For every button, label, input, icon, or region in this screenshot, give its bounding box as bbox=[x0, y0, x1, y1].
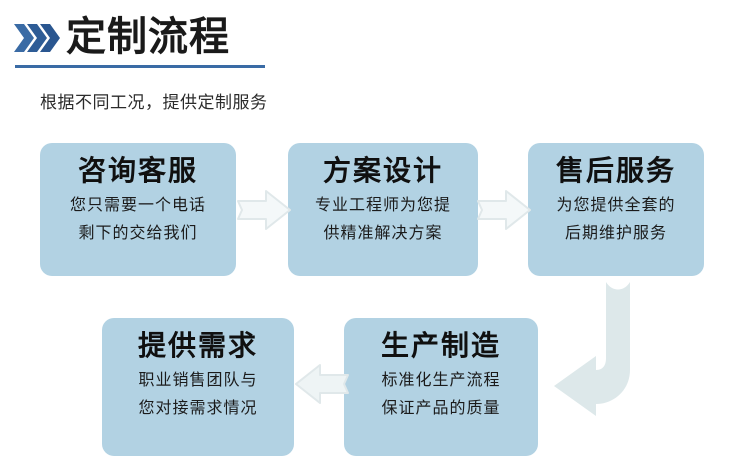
flow-step-design[interactable]: 方案设计 专业工程师为您提 供精准解决方案 bbox=[288, 143, 478, 276]
step-line: 供精准解决方案 bbox=[323, 223, 443, 242]
flow-step-after-sales[interactable]: 售后服务 为您提供全套的 后期维护服务 bbox=[528, 143, 704, 276]
triple-chevron-icon bbox=[14, 22, 60, 54]
step-line: 专业工程师为您提 bbox=[314, 195, 451, 214]
step-line: 后期维护服务 bbox=[564, 223, 667, 242]
arrow-left-icon bbox=[294, 362, 350, 406]
step-line: 您对接需求情况 bbox=[138, 398, 258, 417]
arrow-bend-down-left-icon bbox=[548, 278, 678, 418]
arrow-right-icon bbox=[236, 188, 292, 232]
arrow-right-icon bbox=[476, 188, 532, 232]
page-title: 定制流程 bbox=[66, 15, 230, 59]
step-line: 标准化生产流程 bbox=[381, 370, 501, 389]
step-line: 您只需要一个电话 bbox=[69, 195, 206, 214]
title-underline bbox=[15, 65, 265, 68]
step-title: 提供需求 bbox=[137, 330, 258, 361]
step-line: 职业销售团队与 bbox=[138, 370, 258, 389]
step-line: 剩下的交给我们 bbox=[78, 223, 198, 242]
page-subtitle: 根据不同工况，提供定制服务 bbox=[40, 93, 268, 112]
flow-step-consult[interactable]: 咨询客服 您只需要一个电话 剩下的交给我们 bbox=[40, 143, 236, 276]
flow-step-manufacturing[interactable]: 生产制造 标准化生产流程 保证产品的质量 bbox=[344, 318, 538, 456]
step-title: 售后服务 bbox=[555, 155, 676, 186]
flow-step-requirements[interactable]: 提供需求 职业销售团队与 您对接需求情况 bbox=[102, 318, 294, 456]
step-line: 为您提供全套的 bbox=[556, 195, 676, 214]
step-title: 咨询客服 bbox=[77, 155, 198, 186]
step-title: 方案设计 bbox=[322, 155, 443, 186]
step-title: 生产制造 bbox=[380, 330, 501, 361]
page-header: 定制流程 根据不同工况，提供定制服务 bbox=[0, 0, 750, 112]
step-line: 保证产品的质量 bbox=[381, 398, 501, 417]
